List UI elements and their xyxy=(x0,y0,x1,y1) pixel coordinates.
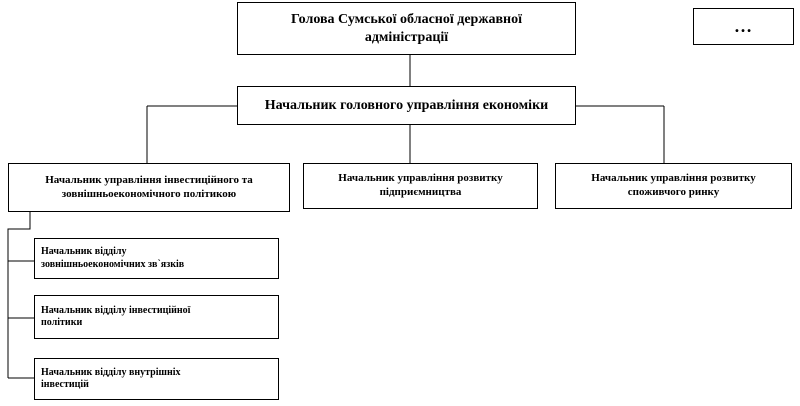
head-of-administration-box: Голова Сумської обласної державної адмін… xyxy=(237,2,576,55)
sub2-label-line2: політики xyxy=(41,317,83,328)
head-of-economics-department-box: Начальник головного управління економіки xyxy=(237,86,576,125)
dept2-label-line1: Начальник управління розвитку xyxy=(338,172,503,185)
ellipsis-box: … xyxy=(693,8,794,45)
sub3-label-line1: Начальник відділу внутрішніх xyxy=(41,366,181,378)
domestic-investment-box: Начальник відділу внутрішніх інвестицій xyxy=(34,358,279,400)
sub1-label-line2: зовнішньоекономічних зв`язків xyxy=(41,258,185,270)
main-label: Начальник головного управління економіки xyxy=(264,97,549,113)
investment-foreign-economic-box: Начальник управління інвестиційного та з… xyxy=(8,163,290,212)
ellipsis-label: … xyxy=(734,16,753,37)
connector-dept1-subunits xyxy=(7,212,31,378)
consumer-market-development-box: Начальник управління розвитку споживчого… xyxy=(555,163,792,209)
dept3-label-line1: Начальник управління розвитку xyxy=(591,172,756,185)
head-label-line1: Голова Сумської обласної державної xyxy=(291,12,522,27)
sub2-label-line1: Начальник відділу інвестиційної xyxy=(41,304,191,316)
entrepreneurship-development-box: Начальник управління розвитку підприємни… xyxy=(303,163,538,209)
investment-policy-box: Начальник відділу інвестиційної політики xyxy=(34,295,279,339)
dept1-label-line2: зовнішньоекономічного політикою xyxy=(61,187,237,200)
dept2-label-line2: підприємництва xyxy=(379,186,462,198)
dept3-label-line2: споживчого ринку xyxy=(627,186,720,198)
dept1-label-line1: Начальник управління інвестиційного та xyxy=(45,173,253,186)
sub1-label-line1: Начальник відділу xyxy=(41,246,127,257)
head-label-line2: адміністрації xyxy=(364,29,449,45)
foreign-economic-relations-box: Начальник відділу зовнішньоекономічних з… xyxy=(34,238,279,279)
sub3-label-line2: інвестицій xyxy=(41,379,89,390)
